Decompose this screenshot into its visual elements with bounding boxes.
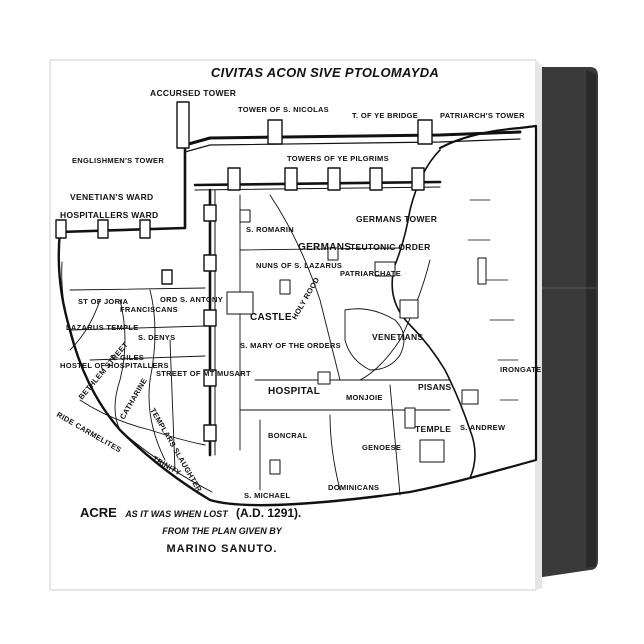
label-s-michael: S. MICHAEL: [244, 491, 290, 500]
caption-acre: ACRE: [80, 505, 117, 520]
caption-line-2: FROM THE PLAN GIVEN BY: [162, 526, 283, 536]
map-title: CIVITAS ACON SIVE PTOLOMAYDA: [211, 65, 439, 80]
outer-wall-top: [183, 130, 522, 147]
streets: [69, 194, 451, 496]
label-franciscans: FRANCISCANS: [120, 305, 178, 314]
label-s-mary-orders: S. MARY OF THE ORDERS: [240, 341, 341, 350]
caption-date: (A.D. 1291).: [236, 506, 301, 520]
label-hospital: HOSPITAL: [268, 386, 320, 397]
label-s-denys: S. DENYS: [138, 333, 175, 342]
label-teutonic-order: TEUTONIC ORDER: [350, 242, 431, 252]
buildings: [226, 209, 487, 475]
label-germans-tower: GERMANS TOWER: [356, 214, 437, 224]
label-nuns-lazarus: NUNS OF S. LAZARUS: [256, 261, 342, 270]
wall-towers: [55, 101, 433, 442]
label-pisans: PISANS: [418, 382, 451, 392]
map-caption: ACRE AS IT WAS WHEN LOST (A.D. 1291). FR…: [80, 505, 301, 555]
map-drawing: [55, 101, 538, 507]
label-englishmens-tower: ENGLISHMEN'S TOWER: [72, 156, 164, 165]
label-s-giles: S. GILES: [110, 353, 144, 362]
label-towers-pilgrims: TOWERS OF YE PILGRIMS: [287, 154, 389, 163]
label-temple: TEMPLE: [415, 424, 451, 434]
caption-line-3: MARINO SANUTO.: [167, 543, 278, 555]
label-accursed-tower: ACCURSED TOWER: [150, 88, 236, 98]
label-patriarchate: PATRIARCHATE: [340, 269, 401, 278]
label-venetians-ward: VENETIAN'S WARD: [70, 192, 154, 202]
label-boncral: BONCRAL: [268, 431, 308, 440]
label-tower-nicolas: TOWER OF S. NICOLAS: [238, 105, 329, 114]
binder-back: [536, 67, 598, 578]
label-street-musart: STREET OF MT MUSART: [156, 369, 251, 378]
label-germans: GERMANS: [298, 242, 351, 253]
harbour-shore: [391, 149, 476, 479]
label-lazarus-templ: LAZARUS TEMPLE: [66, 323, 139, 332]
label-s-romarin: S. ROMARIN: [246, 225, 294, 234]
caption-line-1: ACRE AS IT WAS WHEN LOST (A.D. 1291).: [80, 505, 301, 520]
label-ord-antony: ORD S. ANTONY: [160, 295, 223, 304]
label-genoese: GENOESE: [362, 443, 401, 452]
caption-when-lost: AS IT WAS WHEN LOST: [124, 509, 229, 519]
label-monjoie: MONJOIE: [346, 393, 383, 402]
label-irongate: IRONGATE: [500, 365, 541, 374]
label-hospitallers-ward: HOSPITALLERS WARD: [60, 210, 158, 220]
label-bridge-tower: T. OF YE BRIDGE: [352, 111, 418, 120]
label-st-of-joria: ST OF JORIA: [78, 297, 129, 306]
label-dominicans: DOMINICANS: [328, 483, 379, 492]
label-s-andrew: S. ANDREW: [460, 423, 506, 432]
label-hostel-hospitallers: HOSTEL OF HOSPITALLERS: [60, 361, 169, 370]
label-venetians: VENETIANS: [372, 332, 423, 342]
label-patriarchs-tower: PATRIARCH'S TOWER: [440, 111, 525, 120]
label-castle: CASTLE: [250, 312, 292, 323]
